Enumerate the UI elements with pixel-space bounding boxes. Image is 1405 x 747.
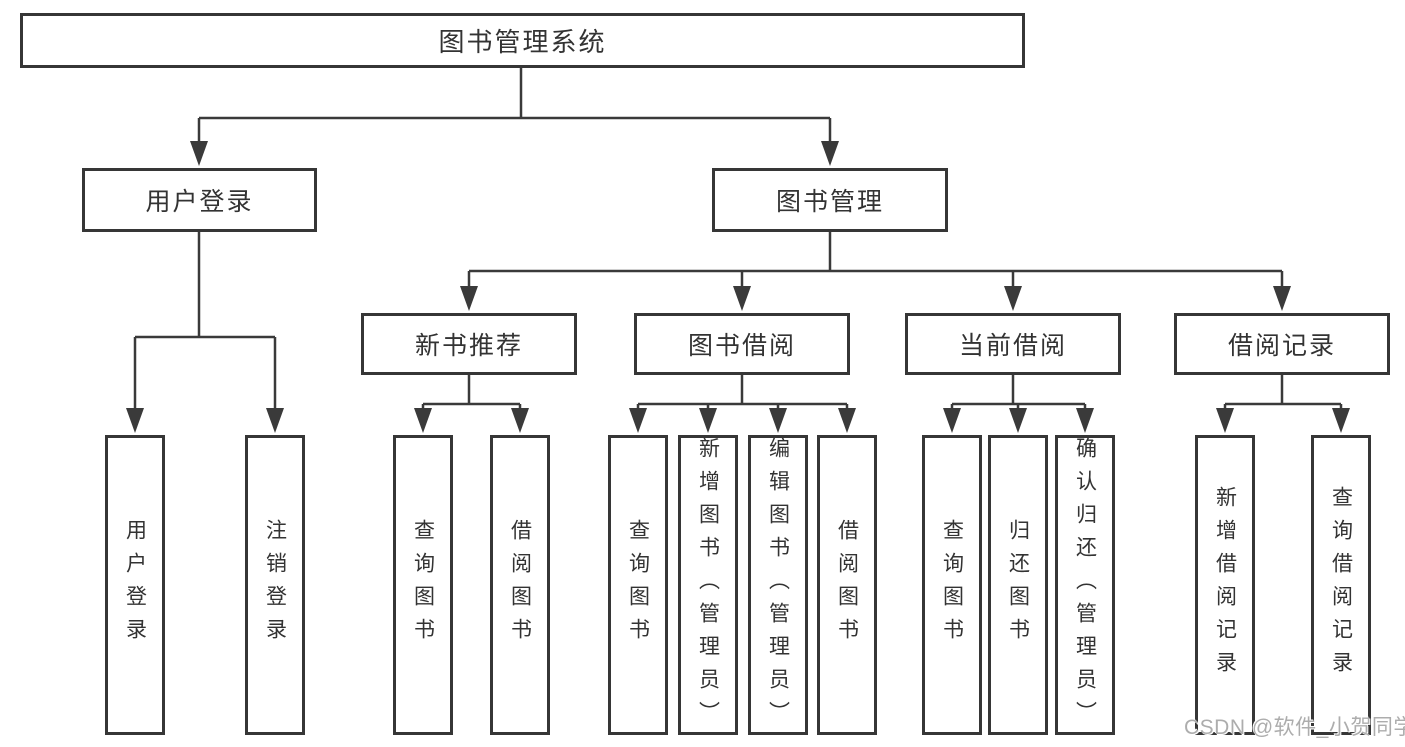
node-label: 图书借阅	[687, 332, 796, 360]
leaf-query-books-recommend: 查询图书	[393, 435, 453, 735]
node-label: 归还图书	[1006, 519, 1030, 651]
node-current-borrowing: 当前借阅	[905, 313, 1121, 375]
node-label: 注销登录	[263, 519, 287, 651]
node-label: 查询图书	[626, 519, 650, 651]
leaf-query-borrow-record: 查询借阅记录	[1311, 435, 1371, 735]
leaf-borrow-books-recommend: 借阅图书	[490, 435, 550, 735]
leaf-add-borrow-record: 新增借阅记录	[1195, 435, 1255, 735]
node-label: 借阅图书	[508, 519, 532, 651]
node-borrowing-records: 借阅记录	[1174, 313, 1390, 375]
node-library-system: 图书管理系统	[20, 13, 1025, 68]
node-label: 新增借阅记录	[1213, 486, 1237, 684]
node-label: 图书管理	[775, 188, 884, 216]
node-label: 借阅记录	[1227, 332, 1336, 360]
node-book-management: 图书管理	[712, 168, 948, 232]
leaf-edit-books-admin: 编辑图书（管理员）	[748, 435, 808, 735]
leaf-user-login: 用户登录	[105, 435, 165, 735]
node-label: 查询图书	[411, 519, 435, 651]
leaf-return-books: 归还图书	[988, 435, 1048, 735]
leaf-add-books-admin: 新增图书（管理员）	[678, 435, 738, 735]
leaf-query-books-borrowing: 查询图书	[608, 435, 668, 735]
node-label: 查询图书	[940, 519, 964, 651]
node-new-book-recommend: 新书推荐	[361, 313, 577, 375]
csdn-watermark: CSDN @软件_小贺同学	[1184, 716, 1405, 739]
node-label: 新书推荐	[414, 332, 523, 360]
node-label: 用户登录	[123, 519, 147, 651]
leaf-logout: 注销登录	[245, 435, 305, 735]
node-label: 确认归还（管理员）	[1073, 436, 1097, 734]
leaf-query-books-current: 查询图书	[922, 435, 982, 735]
node-label: 当前借阅	[958, 332, 1067, 360]
node-label: 新增图书（管理员）	[696, 436, 720, 734]
node-book-borrowing: 图书借阅	[634, 313, 850, 375]
node-user-login: 用户登录	[82, 168, 317, 232]
leaf-confirm-return-admin: 确认归还（管理员）	[1055, 435, 1115, 735]
leaf-borrow-books-borrowing: 借阅图书	[817, 435, 877, 735]
node-label: 查询借阅记录	[1329, 486, 1353, 684]
node-label: 图书管理系统	[438, 27, 607, 57]
node-label: 编辑图书（管理员）	[766, 436, 790, 734]
node-label: 用户登录	[145, 188, 254, 216]
node-label: 借阅图书	[835, 519, 859, 651]
